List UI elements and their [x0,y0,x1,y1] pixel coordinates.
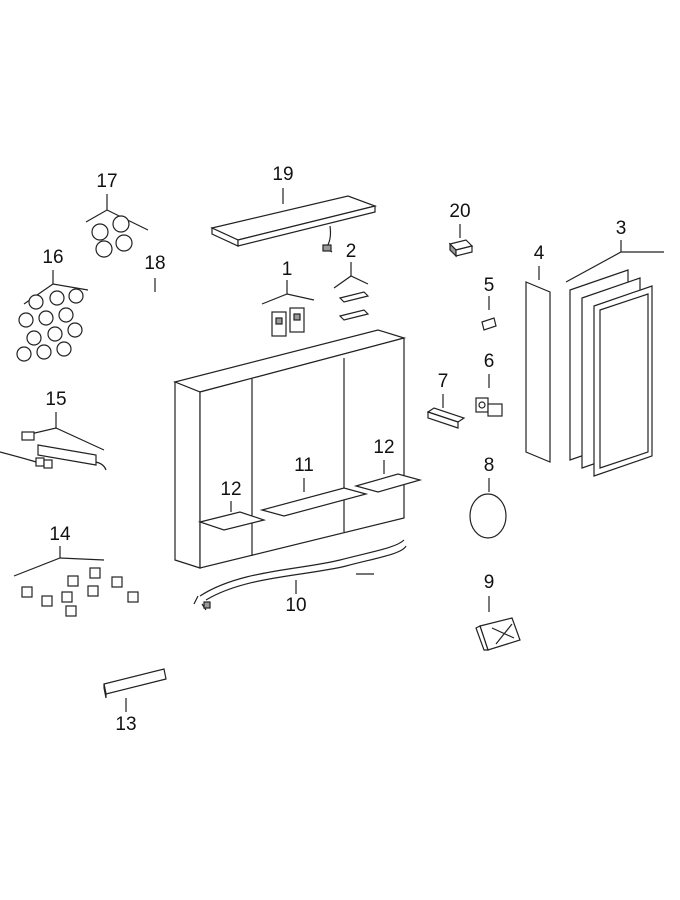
part-label-16: 16 [42,247,64,268]
part-17-knobs [85,194,149,258]
part-label-8: 8 [483,455,495,476]
part-20-small-block [448,224,474,258]
part-1-bracket [261,280,315,337]
part-3-mirror-doors [565,240,664,477]
part-label-4: 4 [533,243,545,264]
part-15-power-driver [0,412,107,471]
part-label-20: 20 [449,201,471,222]
part-14-connectors [13,546,139,617]
part-4-side-panel [525,266,551,463]
part-16-knob-grid [16,270,89,362]
part-12-right-glass-shelf [353,460,423,493]
cabinet-body [173,329,407,569]
part-label-7: 7 [437,371,449,392]
part-label-6: 6 [483,351,495,372]
part-19-top-shelf [210,188,378,253]
part-6-hinge-mount [475,374,503,417]
part-label-17: 17 [96,171,118,192]
part-label-2: 2 [345,241,357,262]
part-10-led-cable [193,539,407,611]
part-label-9: 9 [483,572,495,593]
part-label-5: 5 [483,275,495,296]
part-11-middle-glass-shelf [259,478,369,517]
part-label-18: 18 [144,253,166,274]
part-label-15: 15 [45,389,67,410]
part-12-left-glass-shelf [197,501,267,531]
part-5-clip [481,296,497,331]
part-label-10: 10 [285,595,307,616]
part-2-hinges [333,262,370,321]
part-label-14: 14 [49,524,71,545]
part-9-holder [475,596,521,651]
part-7-plate [426,394,466,429]
part-label-3: 3 [615,218,627,239]
part-label-1: 1 [281,259,293,280]
part-label-12-right: 12 [373,437,395,458]
part-label-12-left: 12 [220,479,242,500]
part-label-13: 13 [115,714,137,735]
part-label-19: 19 [272,164,294,185]
part-label-11: 11 [294,455,314,476]
part-8-round-mirror [469,478,507,539]
part-13-plate [103,668,167,712]
